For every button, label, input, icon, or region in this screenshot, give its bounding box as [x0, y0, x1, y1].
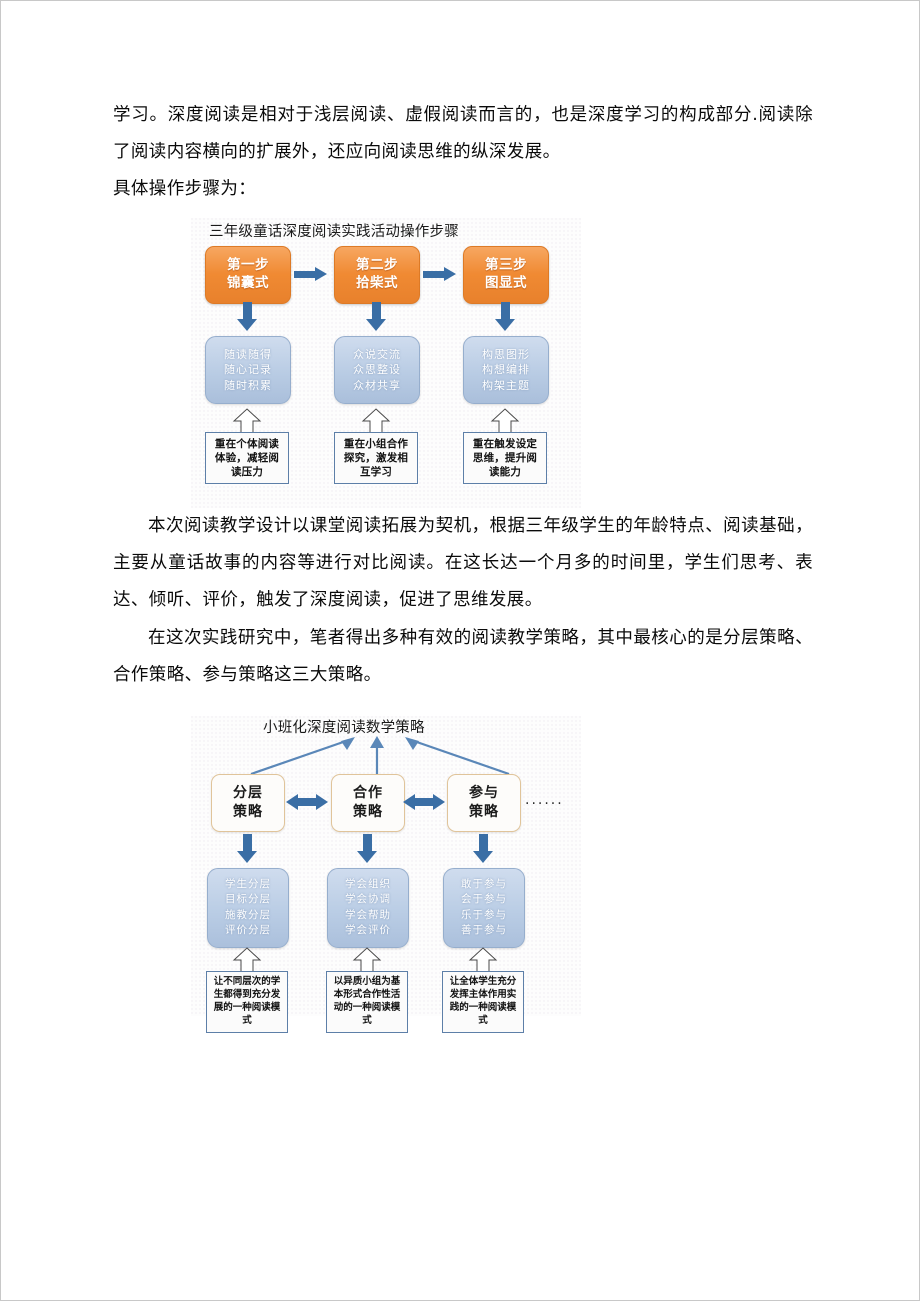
practice-box-1-line3: 施教分层 — [225, 908, 271, 921]
arrow-up-thin-icon — [369, 735, 385, 776]
arrow-up-outline-icon — [347, 947, 387, 973]
arrow-diagonal-up-right-icon — [249, 736, 359, 776]
note-box-1: 重在个体阅读体验，减轻阅读压力 — [205, 432, 289, 485]
practice-box-1-line1: 学生分层 — [225, 877, 271, 890]
step-box-3: 第三步 图显式 — [463, 246, 549, 305]
arrow-up-outline-icon — [356, 408, 396, 434]
step-box-1-line2: 锦囊式 — [227, 275, 269, 292]
arrow-double-headed-icon — [403, 793, 445, 810]
practice-box-2: 学会组织 学会协调 学会帮助 学会评价 — [327, 867, 409, 948]
detail-box-1-line1: 随读随得 — [224, 347, 272, 361]
mode-box-2: 以异质小组为基本形式合作性活动的一种阅读模式 — [326, 970, 408, 1033]
strategy-box-3-line2: 策略 — [469, 803, 499, 820]
detail-box-3: 构思图形 构想编排 构架主题 — [463, 336, 549, 405]
practice-box-3-line3: 乐于参与 — [461, 908, 507, 921]
strategy-box-3: 参与 策略 — [447, 773, 521, 832]
strategy-box-1-line2: 策略 — [233, 803, 263, 820]
strategy-box-3-line1: 参与 — [469, 785, 499, 801]
detail-box-3-line1: 构思图形 — [482, 347, 530, 361]
paragraph-1: 学习。深度阅读是相对于浅层阅读、虚假阅读而言的，也是深度学习的构成部分.阅读除了… — [113, 105, 813, 163]
practice-box-2-line1: 学会组织 — [345, 877, 391, 890]
step-box-3-line1: 第三步 — [485, 257, 527, 274]
practice-box-2-line4: 学会评价 — [345, 924, 391, 937]
strategy-box-1: 分层 策略 — [211, 773, 285, 832]
detail-box-2: 众说交流 众思整设 众材共享 — [334, 336, 420, 405]
step-box-2-line1: 第二步 — [356, 257, 398, 274]
mode-box-1: 让不同层次的学生都得到充分发展的一种阅读模式 — [206, 970, 288, 1033]
step-box-2-line2: 拾柴式 — [356, 275, 398, 292]
practice-box-2-line2: 学会协调 — [345, 893, 391, 906]
practice-box-3-line4: 善于参与 — [461, 924, 507, 937]
document-content: 学习。深度阅读是相对于浅层阅读、虚假阅读而言的，也是深度学习的构成部分.阅读除了… — [113, 97, 813, 1033]
strategy-box-2-line1: 合作 — [353, 785, 383, 801]
step-box-3-line2: 图显式 — [485, 275, 527, 292]
arrow-up-outline-icon — [227, 408, 267, 434]
note-box-3: 重在触发设定思维，提升阅读能力 — [463, 432, 547, 485]
detail-box-1-line2: 随心记录 — [224, 363, 272, 377]
practice-box-1: 学生分层 目标分层 施教分层 评价分层 — [207, 867, 289, 948]
paragraph-4: 在这次实践研究中，笔者得出多种有效的阅读教学策略，其中最核心的是分层策略、合作策… — [113, 627, 813, 685]
figure-teaching-strategy: 小班化深度阅读数学策略 分层 — [191, 715, 581, 1033]
detail-box-3-line3: 构架主题 — [482, 379, 530, 393]
detail-box-3-line2: 构想编排 — [482, 363, 530, 377]
arrow-up-outline-icon — [485, 408, 525, 434]
arrow-up-outline-icon — [227, 947, 267, 973]
figure-strategy-title: 小班化深度阅读数学策略 — [263, 719, 425, 736]
step-box-2: 第二步 拾柴式 — [334, 246, 420, 305]
detail-box-1: 随读随得 随心记录 随时积累 — [205, 336, 291, 405]
practice-box-3-line2: 会于参与 — [461, 893, 507, 906]
paragraph-2: 具体操作步骤为： — [113, 179, 257, 200]
detail-box-2-line1: 众说交流 — [353, 347, 401, 361]
arrow-double-headed-icon — [286, 793, 328, 810]
practice-box-3-line1: 敢于参与 — [461, 877, 507, 890]
practice-box-3: 敢于参与 会于参与 乐于参与 善于参与 — [443, 867, 525, 948]
strategy-box-2-line2: 策略 — [353, 803, 383, 820]
practice-box-2-line3: 学会帮助 — [345, 908, 391, 921]
note-box-2: 重在小组合作探究，激发相互学习 — [334, 432, 418, 485]
detail-box-2-line3: 众材共享 — [353, 379, 401, 393]
strategy-box-2: 合作 策略 — [331, 773, 405, 832]
figure-steps-title: 三年级童话深度阅读实践活动操作步骤 — [209, 224, 459, 241]
figure-reading-steps: 三年级童话深度阅读实践活动操作步骤 第一步 锦囊式 第二步 拾柴式 第三步 图显… — [191, 218, 581, 509]
paragraph-3: 本次阅读教学设计以课堂阅读拓展为契机，根据三年级学生的年龄特点、阅读基础，主要从… — [113, 516, 813, 611]
detail-box-1-line3: 随时积累 — [224, 379, 272, 393]
detail-box-2-line2: 众思整设 — [353, 363, 401, 377]
ellipsis-mark: ...... — [525, 791, 564, 808]
arrow-up-outline-icon — [463, 947, 503, 973]
practice-box-1-line4: 评价分层 — [225, 924, 271, 937]
strategy-box-1-line1: 分层 — [233, 785, 263, 801]
practice-box-1-line2: 目标分层 — [225, 893, 271, 906]
step-box-1-line1: 第一步 — [227, 257, 269, 274]
mode-box-3: 让全体学生充分发挥主体作用实践的一种阅读模式 — [442, 970, 524, 1033]
arrow-diagonal-up-left-icon — [401, 736, 511, 776]
step-box-1: 第一步 锦囊式 — [205, 246, 291, 305]
